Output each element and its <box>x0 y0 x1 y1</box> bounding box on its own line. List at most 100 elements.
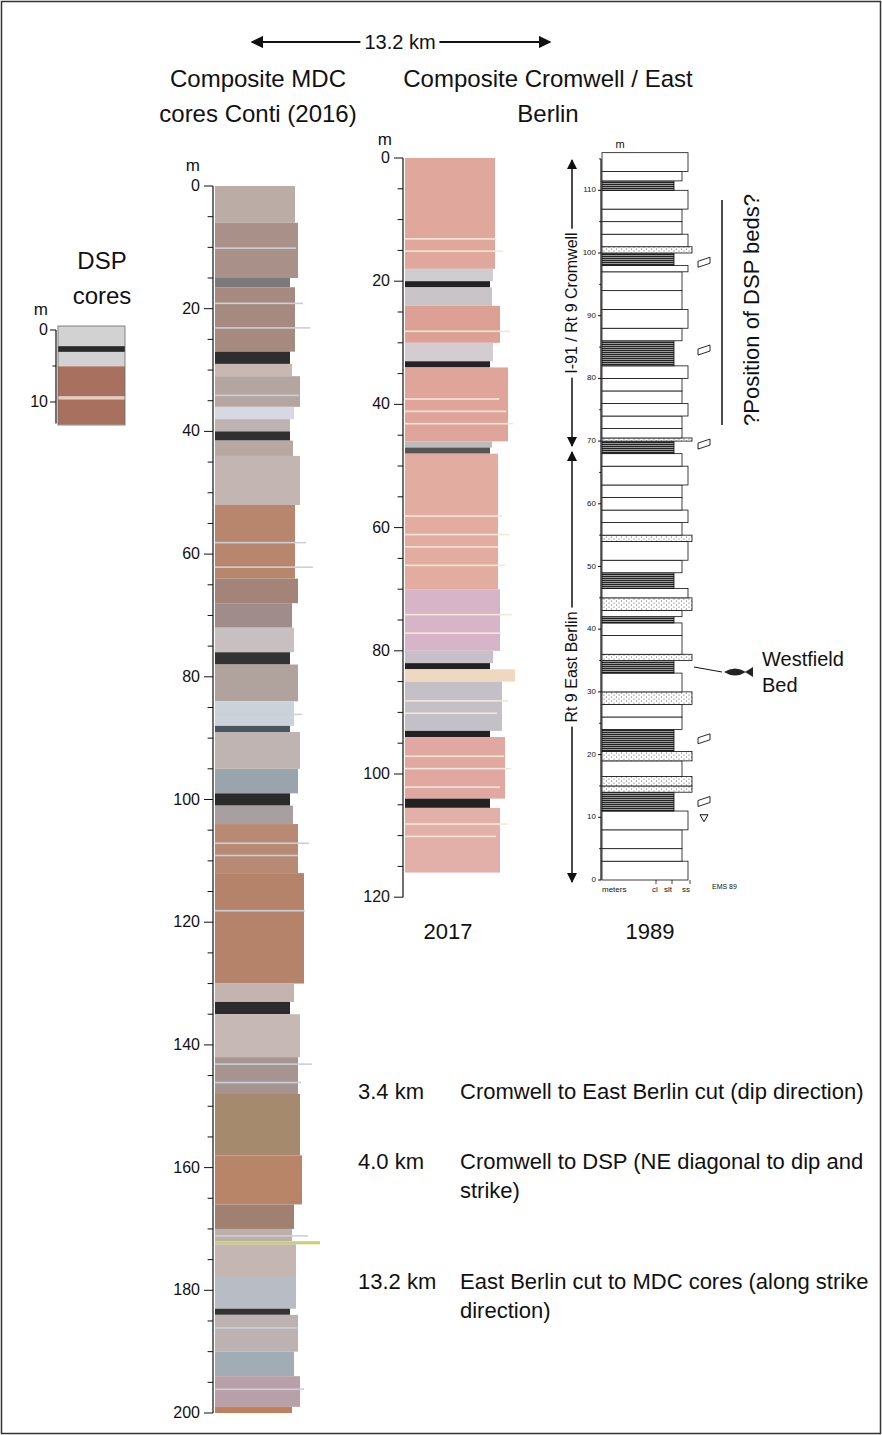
stratum-bed <box>215 287 295 351</box>
depth-axis <box>50 330 56 424</box>
stratum-bed <box>602 560 682 573</box>
thin-bed <box>215 1063 312 1065</box>
thin-bed <box>405 700 508 702</box>
stratum-bed <box>602 849 682 862</box>
thin-bed <box>215 566 313 568</box>
stratum-bed <box>602 786 692 792</box>
grain-size-label: ss <box>682 885 690 895</box>
column-outline <box>58 326 125 425</box>
thin-bed <box>405 398 499 400</box>
thin-bed <box>405 823 507 825</box>
stratum-bed <box>602 272 682 291</box>
stratum-bed <box>215 652 290 664</box>
thin-bed <box>215 1388 304 1390</box>
stratum-bed <box>405 306 500 343</box>
stratum-bed <box>405 799 490 808</box>
stratum-bed <box>215 873 304 983</box>
distance-note: East Berlin cut to MDC cores (along stri… <box>460 1268 870 1325</box>
fossil-symbol <box>698 734 710 744</box>
depth-tick: 80 <box>372 640 390 661</box>
depth-tick: 30 <box>587 687 596 697</box>
depth-tick: 160 <box>173 1157 200 1178</box>
stratum-bed <box>58 399 125 424</box>
stratum-bed <box>215 441 293 456</box>
depth-tick: 40 <box>372 394 390 415</box>
thin-bed <box>405 632 501 634</box>
stratum-bed <box>602 485 682 498</box>
stratum-bed <box>405 281 490 287</box>
stratum-bed <box>602 309 688 328</box>
stratum-bed <box>405 669 515 681</box>
stratum-bed <box>602 441 674 454</box>
stratum-bed <box>215 824 298 873</box>
grain-tick <box>672 880 673 884</box>
stratum-bed <box>602 792 674 811</box>
stratum-bed <box>405 651 493 663</box>
grain-size-label: slt <box>664 885 672 895</box>
stratum-bed <box>602 610 682 616</box>
depth-tick: 80 <box>182 666 200 687</box>
stratum-bed <box>405 737 505 799</box>
depth-tick: 0 <box>381 148 390 169</box>
stratum-bed <box>215 603 292 628</box>
stratum-bed <box>602 811 688 830</box>
stratum-bed <box>215 364 292 376</box>
stratum-bed <box>405 663 490 669</box>
stratum-bed <box>602 429 682 438</box>
stratum-bed <box>215 1309 290 1315</box>
stratum-bed <box>215 579 298 604</box>
stratum-bed <box>602 247 692 253</box>
depth-tick: 0 <box>191 176 200 197</box>
stratum-bed <box>602 541 688 560</box>
position-bracket-line <box>721 200 723 425</box>
stratum-bed <box>602 341 674 366</box>
depth-tick: 120 <box>363 887 390 908</box>
fossil-symbols <box>698 257 710 821</box>
stratum-bed <box>602 403 688 416</box>
stratum-bed <box>602 391 682 404</box>
thin-bed <box>405 756 504 758</box>
depth-tick: 40 <box>182 421 200 442</box>
thin-bed <box>215 1327 297 1329</box>
stratum-bed <box>602 523 682 536</box>
stratum-bed <box>215 1241 320 1244</box>
stratum-bed <box>215 1014 300 1057</box>
depth-tick: 50 <box>587 561 596 571</box>
stratum-bed <box>215 1278 296 1309</box>
thin-bed <box>405 250 503 252</box>
stratum-bed <box>215 806 293 824</box>
grain-tick <box>690 880 691 884</box>
depth-tick: 60 <box>587 499 596 509</box>
stratum-bed <box>215 793 290 805</box>
depth-axis <box>394 158 403 897</box>
stratum-bed <box>215 726 290 732</box>
stratum-bed <box>215 628 294 653</box>
stratum-bed <box>602 830 682 849</box>
stratum-bed <box>602 498 682 511</box>
stratum-bed <box>602 598 692 611</box>
stratum-bed <box>215 1352 294 1377</box>
stratum-bed <box>602 222 682 235</box>
section-name: Rt 9 East Berlin <box>562 607 583 726</box>
mdc-core-column <box>215 186 320 1413</box>
fossil-symbol <box>698 257 710 267</box>
stratum-bed <box>602 190 688 209</box>
stratum-bed <box>215 1244 296 1278</box>
stratum-bed <box>602 366 688 379</box>
depth-tick: 180 <box>173 1280 200 1301</box>
thin-bed <box>215 1082 301 1084</box>
thin-bed <box>405 423 513 425</box>
fossil-symbol <box>698 796 710 806</box>
column-heading: DSP cores <box>62 244 142 314</box>
axis-unit: meters <box>602 885 626 895</box>
thin-bed <box>215 327 310 329</box>
thin-bed <box>405 565 505 567</box>
stratum-bed <box>215 1002 290 1014</box>
author-mark: EMS 89 <box>712 882 737 891</box>
depth-tick: 20 <box>587 749 596 759</box>
depth-tick: 100 <box>173 789 200 810</box>
stratum-bed <box>602 861 688 880</box>
cromwell-2017-column <box>405 158 515 873</box>
stratum-bed <box>602 717 682 730</box>
